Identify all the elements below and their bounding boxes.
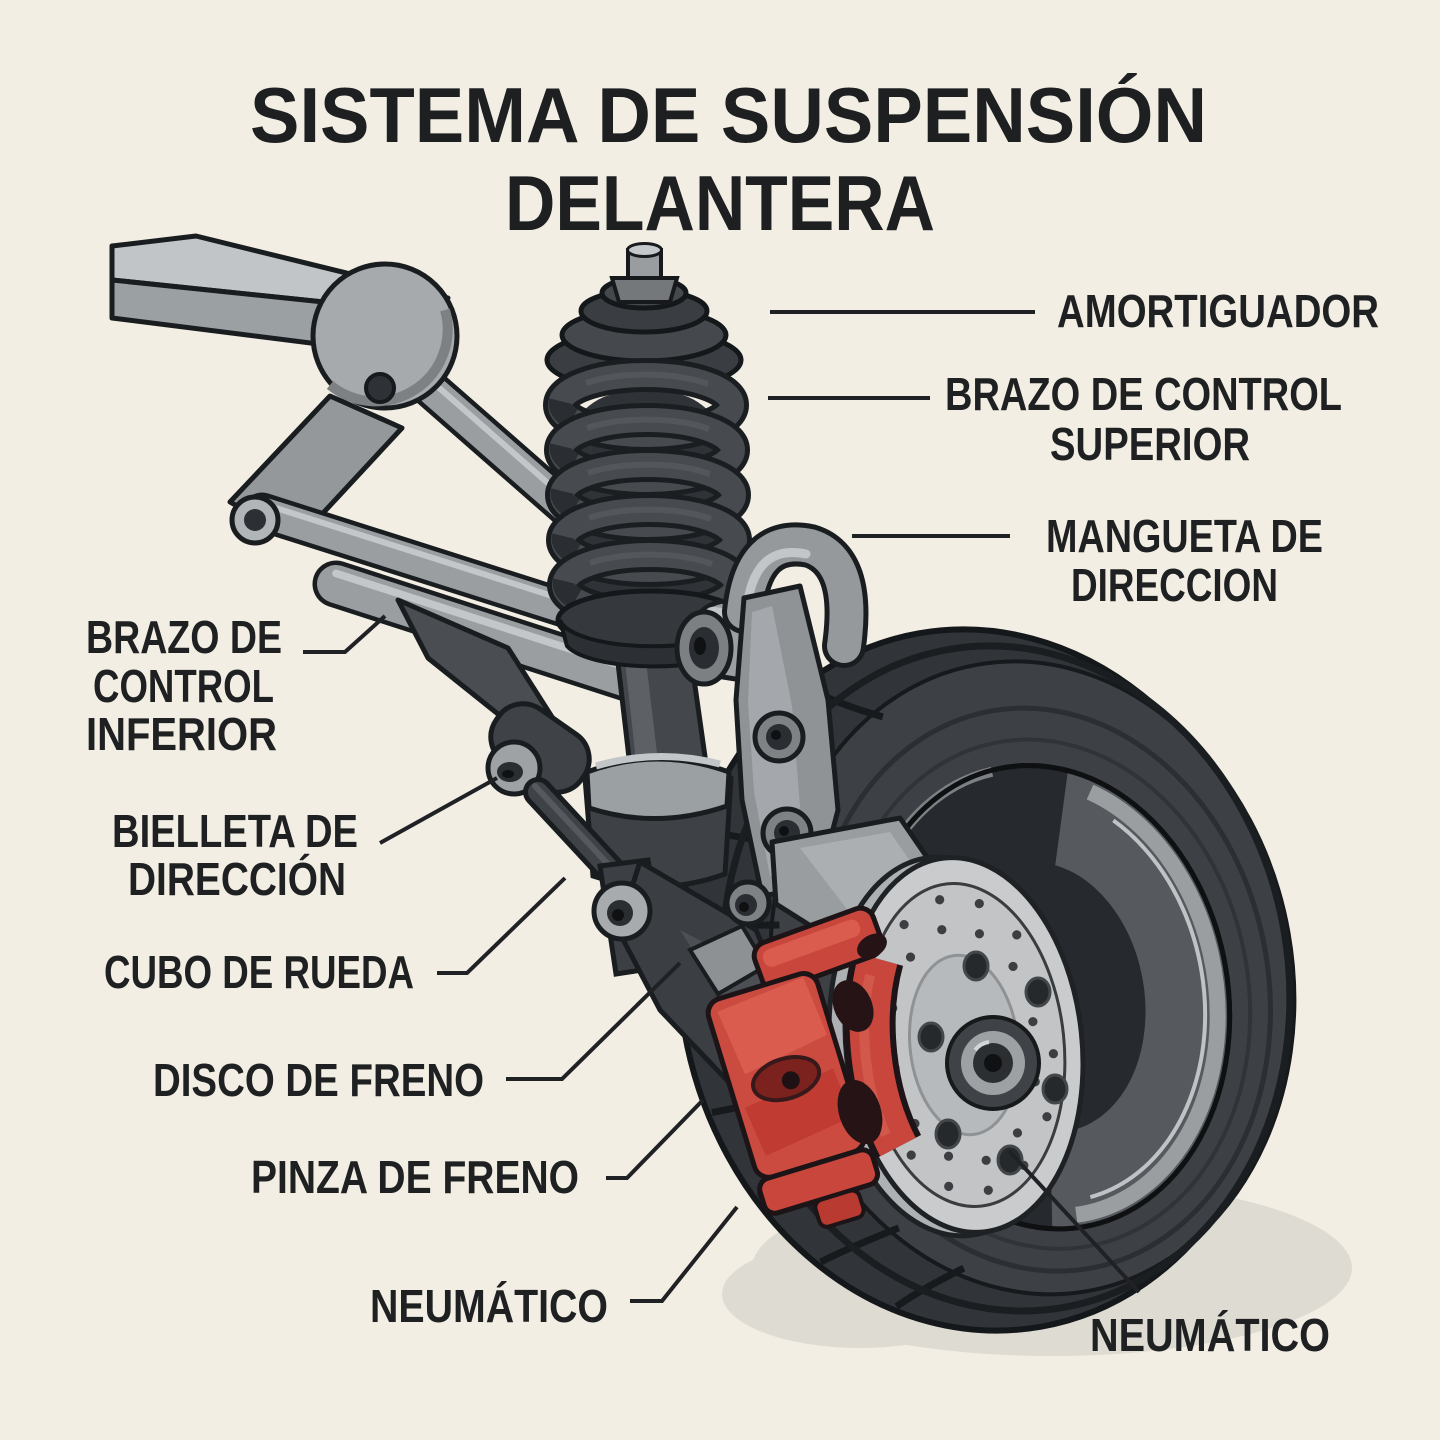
svg-text:AMORTIGUADOR: AMORTIGUADOR (1057, 285, 1379, 337)
svg-text:SUPERIOR: SUPERIOR (1050, 418, 1250, 470)
svg-text:CUBO DE RUEDA: CUBO DE RUEDA (104, 946, 414, 998)
svg-text:NEUMÁTICO: NEUMÁTICO (370, 1280, 608, 1332)
svg-text:BRAZO DE CONTROL: BRAZO DE CONTROL (945, 368, 1342, 420)
svg-text:MANGUETA DE: MANGUETA DE (1046, 510, 1323, 562)
svg-text:DIRECCION: DIRECCION (1071, 559, 1278, 611)
svg-text:DIRECCIÓN: DIRECCIÓN (128, 853, 346, 905)
svg-text:BIELLETA DE: BIELLETA DE (112, 805, 358, 857)
svg-text:PINZA DE FRENO: PINZA DE FRENO (251, 1151, 579, 1203)
svg-text:DELANTERA: DELANTERA (505, 159, 935, 247)
svg-text:NEUMÁTICO: NEUMÁTICO (1090, 1309, 1330, 1361)
svg-text:INFERIOR: INFERIOR (86, 708, 277, 760)
svg-text:DISCO DE FRENO: DISCO DE FRENO (153, 1054, 484, 1106)
svg-text:BRAZO DE: BRAZO DE (86, 611, 282, 663)
svg-text:CONTROL: CONTROL (93, 660, 274, 712)
svg-text:SISTEMA DE SUSPENSIÓN: SISTEMA DE SUSPENSIÓN (250, 71, 1207, 159)
